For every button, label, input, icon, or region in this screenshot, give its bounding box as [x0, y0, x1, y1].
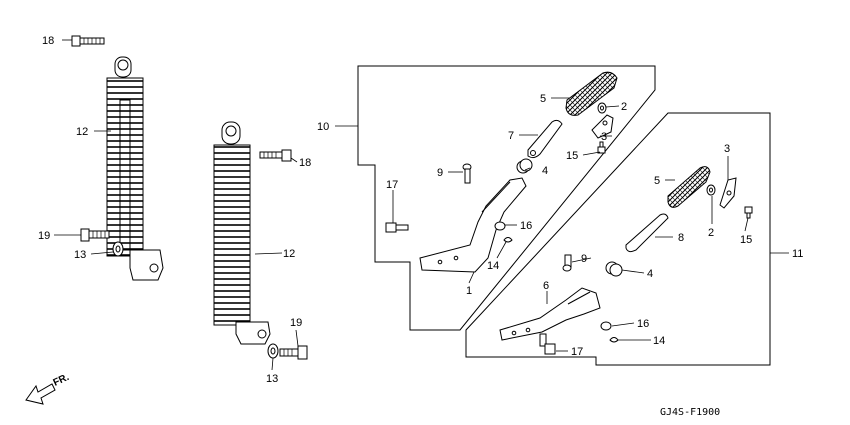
callout-9-lower: 9 — [581, 253, 587, 265]
bolt-18-right — [259, 149, 292, 162]
clip-3-lower — [719, 177, 737, 209]
diagram-code: GJ4S-F1900 — [660, 407, 720, 418]
bolt-19-right — [279, 345, 308, 360]
callout-18-right: 18 — [299, 157, 311, 169]
callout-1: 1 — [466, 285, 472, 297]
callout-14-lower: 14 — [653, 335, 665, 347]
callout-13-left: 13 — [74, 249, 86, 261]
callout-13-right: 13 — [266, 373, 278, 385]
bolt-9-lower — [562, 254, 572, 272]
callout-labels: 18 12 19 13 18 12 19 13 10 5 2 3 7 15 9 … — [38, 35, 803, 385]
callout-5-lower: 5 — [654, 175, 660, 187]
bolt-15-upper — [597, 141, 606, 154]
clip-3-upper — [591, 114, 614, 139]
washer-16-lower — [600, 321, 612, 331]
callout-4-upper: 4 — [542, 165, 548, 177]
callout-8: 8 — [678, 232, 684, 244]
callout-12-right: 12 — [283, 248, 295, 260]
callout-4-lower: 4 — [647, 268, 653, 280]
callout-5-upper: 5 — [540, 93, 546, 105]
shock-absorber-left — [106, 56, 164, 281]
washer-16-upper — [494, 221, 506, 231]
callout-6: 6 — [543, 280, 549, 292]
spring-4-lower — [605, 261, 623, 277]
callout-3-lower: 3 — [724, 143, 730, 155]
callout-15-upper: 15 — [566, 150, 578, 162]
callout-10: 10 — [317, 121, 329, 133]
bolt-9-upper — [462, 163, 472, 184]
callout-16-upper: 16 — [520, 220, 532, 232]
leader-lines — [54, 39, 789, 371]
callout-19-right: 19 — [290, 317, 302, 329]
nut-2-lower — [706, 184, 716, 196]
bolt-18-left — [71, 35, 105, 47]
clip-14-upper — [503, 237, 513, 243]
front-label: FR. — [52, 372, 71, 389]
nut-2-upper — [597, 102, 607, 114]
washer-13-right — [267, 343, 279, 359]
callout-16-lower: 16 — [637, 318, 649, 330]
pin-8 — [625, 213, 669, 253]
footpeg-rubber-5-upper — [565, 71, 618, 116]
assembly-outline-11 — [465, 112, 771, 366]
bolt-17-lower — [539, 333, 556, 355]
callout-15-lower: 15 — [740, 234, 752, 246]
clip-14-lower — [609, 337, 619, 343]
callout-17-upper: 17 — [386, 179, 398, 191]
pin-7 — [527, 119, 563, 159]
footpeg-rubber-5-lower — [667, 166, 711, 208]
callout-2-upper: 2 — [621, 101, 627, 113]
washer-13-left — [112, 241, 124, 257]
bolt-17-upper — [385, 222, 409, 233]
callout-17-lower: 17 — [571, 346, 583, 358]
callout-9-upper: 9 — [437, 167, 443, 179]
step-bracket-6 — [499, 287, 601, 341]
bolt-19-left — [80, 228, 110, 242]
callout-14-upper: 14 — [487, 260, 499, 272]
step-bracket-1 — [419, 177, 527, 273]
callout-2-lower: 2 — [708, 227, 714, 239]
callout-7: 7 — [508, 130, 514, 142]
spring-4-upper — [516, 158, 533, 174]
callout-12-left: 12 — [76, 126, 88, 138]
callout-3-upper: 3 — [601, 131, 607, 143]
front-direction-arrow: FR. — [25, 372, 71, 405]
callout-18-left: 18 — [42, 35, 54, 47]
callout-19-left: 19 — [38, 230, 50, 242]
bolt-15-lower — [744, 206, 753, 219]
shock-absorber-right — [213, 121, 271, 345]
callout-11: 11 — [792, 248, 803, 260]
assembly-outline-10 — [357, 65, 656, 331]
